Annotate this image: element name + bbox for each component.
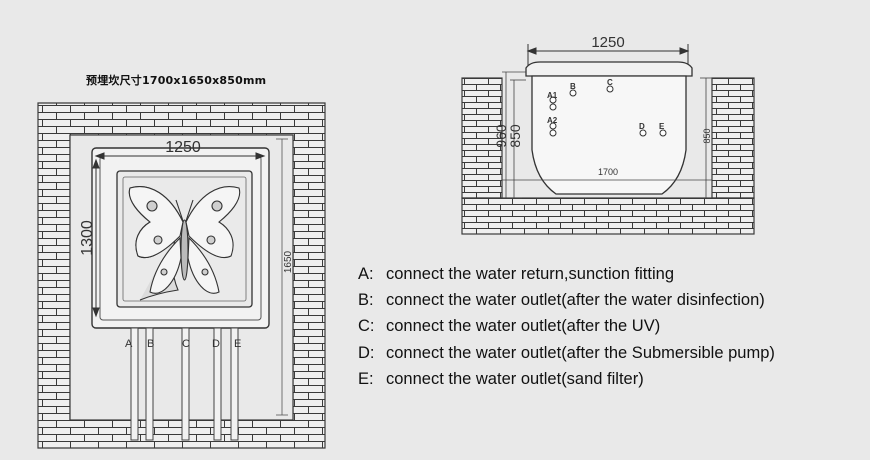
top-height-dimension (92, 158, 100, 318)
legend-text-d: connect the water outlet(after the Subme… (386, 343, 775, 362)
spa-tub-profile (525, 61, 693, 195)
legend-item-d: D: connect the water outlet(after the Sub… (358, 342, 775, 368)
side-pit-width-label: 1700 (598, 167, 618, 177)
fitting-label-a1: A1 (547, 91, 558, 100)
outlet-label-a: A (125, 338, 133, 350)
top-depth-dimension (276, 138, 288, 416)
legend-key-e: E: (358, 369, 374, 388)
side-height-label-outer: 960 (493, 124, 509, 148)
fitting-label-e: E (659, 122, 665, 131)
legend-text-c: connect the water outlet(after the UV) (386, 317, 661, 336)
fitting-label-b: B (570, 82, 576, 91)
fitting-label-a2: A2 (547, 116, 558, 125)
legend-item-c: C: connect the water outlet(after the UV) (358, 315, 775, 341)
top-depth-label: 1650 (283, 250, 294, 273)
top-view-diagram: 1250 1300 1650 A B C D E (37, 102, 326, 449)
fitting-label-c: C (607, 78, 613, 87)
outlet-label-c: C (182, 338, 190, 350)
legend: A: connect the water return,sunction fitt… (358, 263, 775, 394)
fittings (549, 85, 667, 137)
legend-item-b: B: connect the water outlet(after the wat… (358, 289, 775, 315)
side-width-label: 1250 (591, 34, 624, 51)
top-height-label: 1300 (79, 220, 96, 256)
top-width-label: 1250 (165, 139, 201, 156)
legend-key-b: B: (358, 291, 374, 310)
pit-dimensions-label: 预埋坎尺寸1700x1650x850mm (86, 74, 267, 87)
legend-text-a: connect the water return,sunction fittin… (386, 265, 674, 283)
side-height-dimensions (502, 71, 712, 199)
outlet-label-e: E (234, 338, 241, 350)
legend-item-a: A: connect the water return,sunction fitt… (358, 263, 775, 289)
outlet-label-d: D (212, 338, 220, 350)
top-width-dimension (94, 152, 266, 160)
side-right-height-label: 850 (702, 128, 712, 143)
fitting-label-d: D (639, 122, 645, 131)
legend-text-b: connect the water outlet(after the water… (386, 291, 765, 310)
legend-key-a: A: (358, 265, 374, 283)
legend-key-d: D: (358, 343, 375, 362)
outlet-label-b: B (147, 338, 154, 350)
legend-item-e: E: connect the water outlet(sand filter) (358, 368, 775, 394)
side-height-label-inner: 850 (507, 124, 523, 148)
side-view-diagram: 1250 A1 B C A2 D E 960 850 850 1700 (461, 34, 755, 235)
outlet-pipes (130, 327, 239, 441)
legend-key-c: C: (358, 317, 375, 336)
brick-wall-side-view (461, 77, 755, 235)
legend-text-e: connect the water outlet(sand filter) (386, 369, 644, 388)
butterfly-icon (128, 186, 241, 301)
